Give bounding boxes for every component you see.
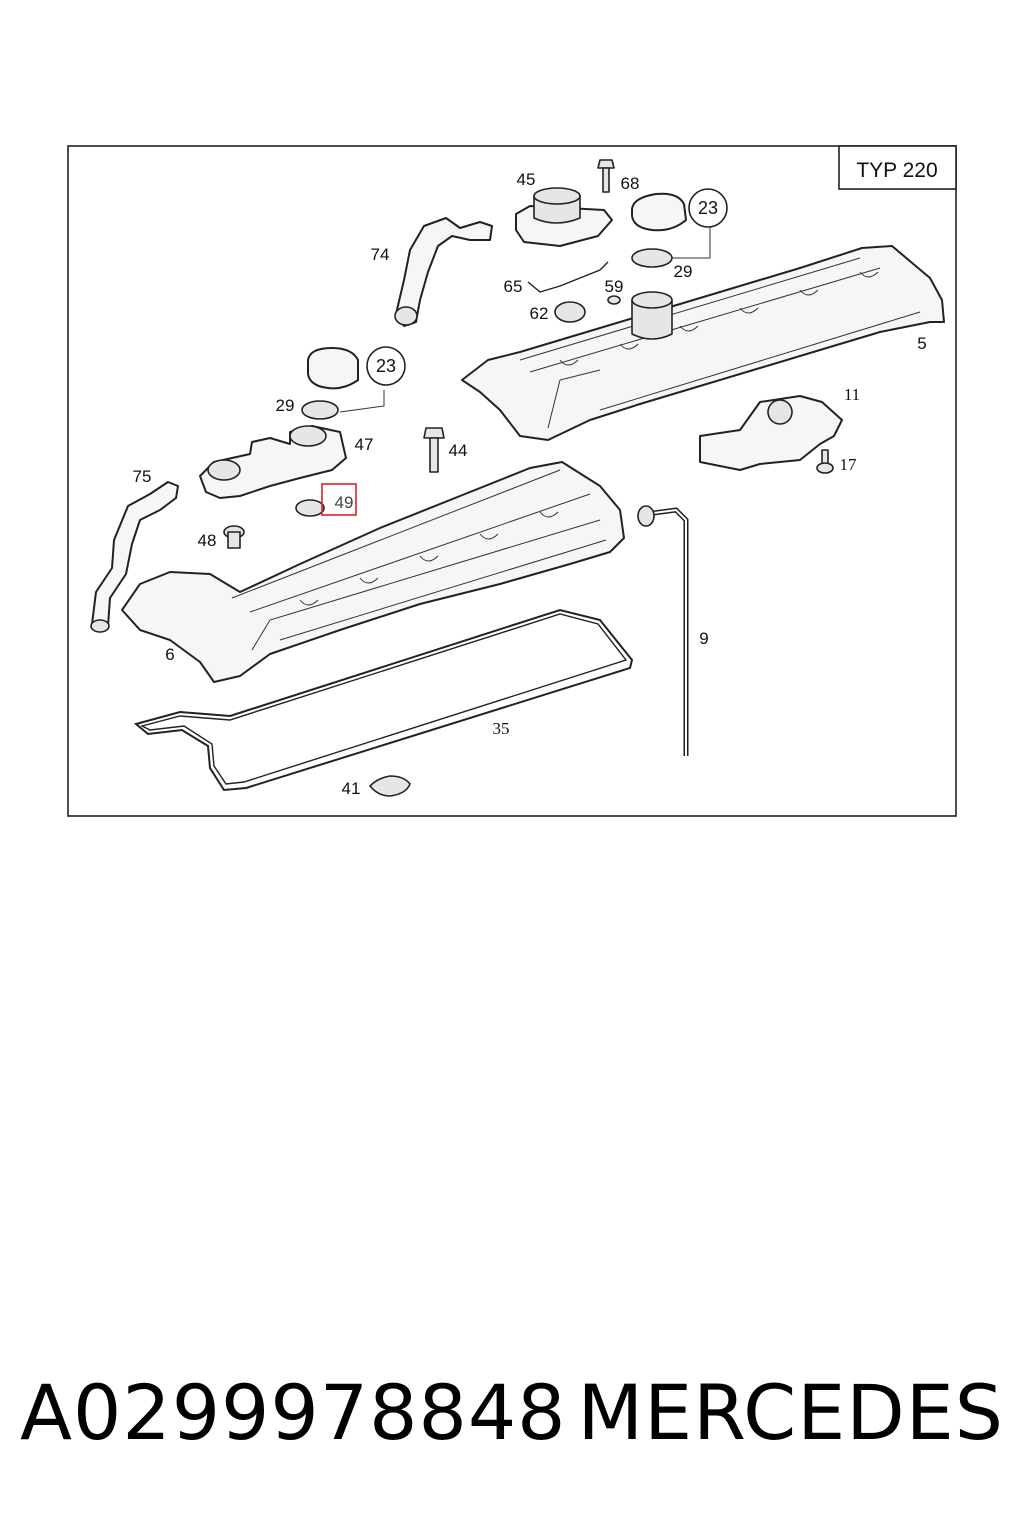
ring-62 [554,301,586,323]
part-75-hose [91,481,179,627]
label-75: 75 [133,467,152,486]
label-45: 45 [517,170,536,189]
type-label: TYP 220 [856,159,937,182]
exploded-parts-diagram: TYP 220 [67,145,957,817]
footer-caption: A0299978848 MERCEDES [20,1368,1004,1457]
label-5: 5 [917,334,926,353]
ring-29-left [301,400,339,420]
label-59: 59 [605,277,624,296]
part-35-gasket [133,608,634,792]
label-48: 48 [198,531,217,550]
label-47: 47 [355,435,374,454]
callout-23-top: 23 [698,198,718,218]
label-68: 68 [621,174,640,193]
label-9: 9 [699,629,708,648]
highlight-box-49 [321,483,357,516]
part-9-pipe [645,507,689,756]
label-6: 6 [165,645,174,664]
label-41: 41 [342,779,361,798]
cap-23-top [631,192,687,232]
ring-29-top [631,248,673,268]
ring-59 [607,295,621,305]
ring-49 [295,499,325,517]
part-48-plug [223,525,245,549]
brand-name: MERCEDES [577,1368,1004,1457]
callout-circle-23-left [366,346,406,386]
part-11-baffle [699,395,843,471]
part-65-clip [527,261,609,293]
part-47-valve-housing [199,425,347,499]
label-29-left: 29 [276,396,295,415]
part-41-seal [369,775,411,797]
part-74-hose [395,217,493,327]
label-74: 74 [371,245,390,264]
part-45-oil-separator [515,187,613,247]
part-number: A0299978848 [20,1368,567,1457]
part-44-bolt [423,427,445,473]
part-17-bolt [816,449,834,474]
part-5-head-cover [461,245,945,441]
label-17: 17 [840,455,858,474]
label-65: 65 [504,277,523,296]
callout-circle-23-top [688,188,728,228]
label-35: 35 [493,719,510,738]
callout-23-left: 23 [376,356,396,376]
part-68-bolt [597,159,615,193]
label-11: 11 [844,385,860,404]
label-44: 44 [449,441,468,460]
label-29-top: 29 [674,262,693,281]
part-6-head-cover [121,461,625,683]
diagram-frame [67,145,957,817]
type-box [838,145,957,190]
cap-23-left [307,347,359,390]
label-62: 62 [530,304,549,323]
label-49: 49 [335,493,354,512]
